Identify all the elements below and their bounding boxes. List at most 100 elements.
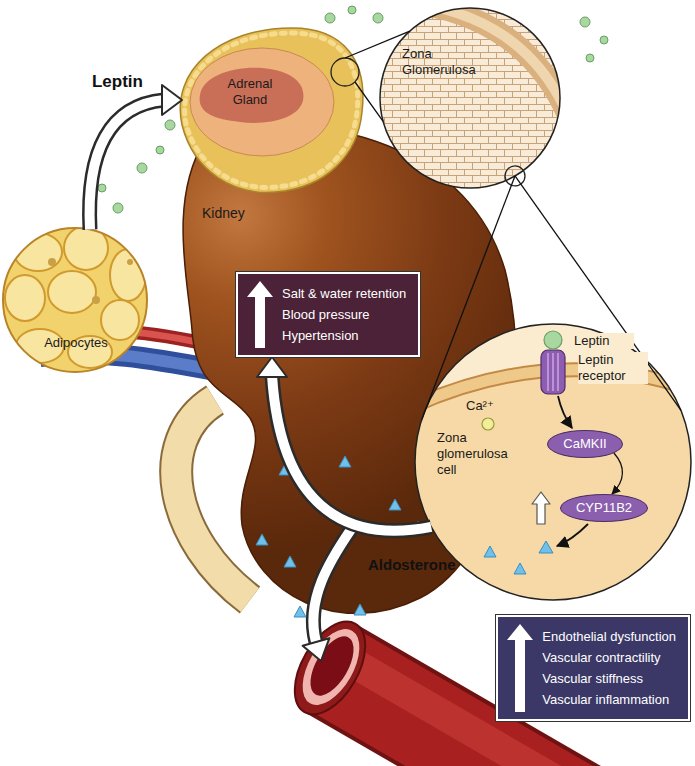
signal-arrow — [558, 396, 572, 428]
adipose-tissue — [3, 226, 147, 372]
leptin-molecule — [544, 331, 562, 349]
aldosterone-molecule — [284, 556, 296, 567]
fat-arrow — [90, 100, 164, 230]
aldosterone-molecule — [514, 563, 526, 574]
blood-vessel — [280, 610, 379, 726]
upregulation-arrow — [532, 492, 550, 524]
fat-arrow — [90, 85, 182, 230]
fat-arrow — [272, 375, 431, 531]
aldosterone-arrow — [313, 528, 352, 642]
zona-glomerulosa-tissue — [380, 8, 560, 188]
effect-box: Endothelial dysfunctionVascular contract… — [496, 615, 690, 721]
leptin-receptor — [541, 350, 565, 394]
zoom-connector — [422, 166, 681, 419]
calcium-ion — [482, 418, 494, 430]
node-text: Vascular contractility — [542, 647, 676, 668]
node-text: Endothelial dysfunction — [542, 626, 676, 647]
leptin-molecule — [348, 6, 356, 14]
leptin-receptor — [552, 353, 554, 391]
adrenal-gland-shape — [180, 28, 363, 192]
cell-label: Zona glomerulosa cell — [437, 430, 523, 478]
adipocyte-cell — [92, 296, 100, 304]
adipocyte-cell — [110, 249, 146, 301]
zone-label: Zona Glomerulosa — [402, 46, 497, 78]
adipocyte-cell — [48, 271, 96, 313]
enzyme-ellipse: CYP11B2 — [560, 494, 648, 522]
leptin-receptor — [541, 350, 565, 394]
tissue-circle: Adipocytes — [3, 228, 147, 372]
leptin-molecule — [113, 203, 123, 213]
aldosterone-molecule — [484, 546, 496, 557]
adipose-tissue — [3, 228, 147, 372]
fat-arrow — [272, 375, 431, 531]
zoom-line — [515, 176, 681, 410]
aldosterone-molecule — [539, 541, 553, 553]
adipocyte-cell — [48, 258, 56, 266]
kidney: KidneySalt & water retentionBlood pressu… — [182, 120, 512, 625]
hormone-label: Aldosterone — [368, 556, 456, 574]
adrenal-gland-shape — [190, 48, 334, 156]
aldosterone-molecule — [256, 534, 268, 545]
leptin-molecule — [544, 331, 562, 349]
aldosterone-arrow — [313, 528, 352, 642]
fat-arrow — [90, 100, 164, 230]
leptin-molecule — [325, 13, 335, 23]
fat-arrowhead — [162, 85, 182, 115]
ion-label: Ca²⁺ — [466, 398, 510, 414]
leptin-molecule — [156, 146, 164, 154]
signal-arrow — [557, 396, 588, 546]
fat-arrow — [257, 357, 431, 531]
fat-arrowhead — [257, 357, 287, 377]
leptin-molecule — [98, 6, 608, 213]
organ-label: Adrenal Gland — [214, 76, 286, 108]
node-text: Blood pressure — [282, 304, 406, 325]
zoom-line — [345, 31, 410, 58]
aldosterone-molecule — [294, 606, 306, 617]
node-text: Salt & water retention — [282, 283, 406, 304]
node-text: Hypertension — [282, 325, 406, 346]
tissue-label: Adipocytes — [30, 335, 122, 351]
leptin-molecule — [98, 184, 106, 192]
signal-label: Leptin — [92, 72, 143, 92]
adrenal-gland-shape — [180, 28, 363, 192]
up-arrow-symbol — [247, 281, 273, 348]
zoom-line — [422, 176, 515, 420]
ureter — [176, 400, 250, 600]
leptin-molecule — [586, 54, 594, 62]
node-text: CaMKII — [563, 436, 606, 452]
leptin-receptor — [557, 353, 559, 391]
node-text: Vascular inflammation — [542, 689, 676, 710]
organ-label: Kidney — [202, 205, 272, 221]
leptin-receptor — [547, 353, 549, 391]
aldosterone-arrow — [303, 528, 352, 661]
ureter — [176, 400, 250, 600]
node-text: Vascular stiffness — [542, 668, 676, 689]
upregulation-arrow — [532, 492, 550, 524]
adrenal-gland-shape — [185, 33, 358, 187]
adipocyte-cell — [5, 275, 45, 321]
aldosterone-molecule — [354, 604, 366, 615]
up-arrow-symbol — [247, 281, 273, 348]
cell-interior — [400, 300, 695, 600]
ureter — [176, 400, 250, 600]
receptor-label: Leptin receptor — [578, 352, 648, 384]
blood-vessel — [291, 620, 371, 715]
zoom-connector — [331, 31, 410, 121]
leptin-molecule — [137, 163, 147, 173]
zoom-line — [355, 82, 383, 121]
zona-glomerulosa-cell — [400, 300, 695, 600]
enzyme-ellipse: CaMKII — [547, 430, 622, 458]
ligand-label: Leptin — [574, 333, 634, 349]
leptin-molecule — [373, 13, 383, 23]
adrenal-gland-shape — [200, 68, 304, 123]
leptin-molecule — [600, 36, 608, 44]
aldosterone-molecule — [389, 499, 401, 510]
calcium-ion — [482, 418, 494, 430]
node-text: CYP11B2 — [576, 500, 632, 516]
adipocyte-cell — [127, 259, 133, 265]
zoom-marker — [331, 58, 359, 86]
adipocyte-cell — [101, 300, 139, 340]
up-arrow-symbol — [507, 624, 533, 712]
